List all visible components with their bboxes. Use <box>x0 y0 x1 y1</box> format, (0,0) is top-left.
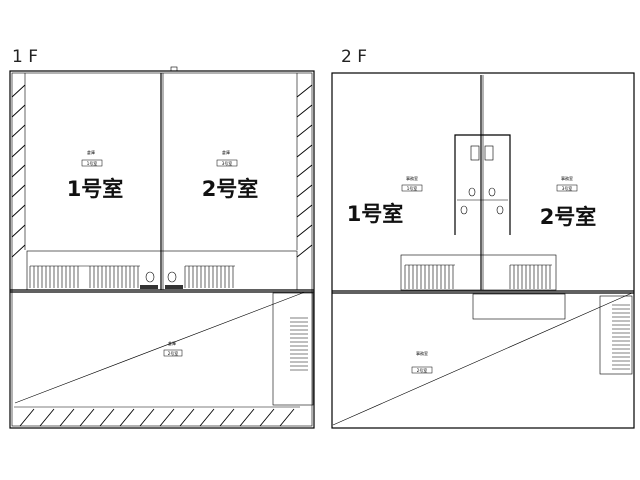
room-tag: 1号室 <box>407 185 418 191</box>
room-tag-box <box>411 366 433 374</box>
toilet-floor <box>140 285 158 289</box>
toilet-floor <box>165 285 183 289</box>
drawing-line <box>296 204 313 218</box>
diagonal-line <box>332 292 633 426</box>
stair-core-1f <box>272 292 314 406</box>
room-tag-box <box>163 349 183 357</box>
drawing-line <box>296 124 313 138</box>
room-tag-box <box>556 184 578 192</box>
drawing-line <box>199 408 215 427</box>
drawing-line <box>296 224 313 238</box>
floor-1f-inner-outline <box>11 72 313 427</box>
drawing-line <box>296 164 313 178</box>
room-use-label: 倉庫 <box>168 340 176 346</box>
drawing-line <box>19 408 35 427</box>
room-name-2: 2号室 <box>540 205 597 229</box>
room-name-1: 1号室 <box>347 202 404 226</box>
toilet-icon <box>145 271 155 283</box>
toilet-icon <box>167 271 177 283</box>
drawing-line <box>159 408 175 427</box>
drawing-line <box>11 164 26 178</box>
floor-2f-plan: 2 F 事務室 1号室 1号室 事務室 3号室 2号室 事務室 2号室 <box>331 47 635 429</box>
room-tag: 3号室 <box>222 160 233 166</box>
diagonal-line <box>14 291 306 404</box>
room-use-label: 事務室 <box>561 175 573 181</box>
toilet-icon <box>468 187 476 197</box>
drawing-line <box>11 244 26 258</box>
drawing-line <box>79 408 95 427</box>
drawing-line <box>219 408 235 427</box>
drawing-line <box>59 408 75 427</box>
room-use-label: 倉庫 <box>87 149 95 155</box>
sink-icon <box>470 145 480 161</box>
drawing-line <box>296 104 313 118</box>
drawing-line <box>296 184 313 198</box>
room-tag: 2号室 <box>168 350 179 356</box>
toilet-icon <box>460 205 468 215</box>
room-use-label: 事務室 <box>406 175 418 181</box>
floor-1f-outline <box>9 70 315 429</box>
floor-1f-label: 1 F <box>12 47 38 67</box>
drawing-line <box>11 84 26 98</box>
drawing-line <box>259 408 275 427</box>
toilet-icon <box>496 205 504 215</box>
room-use-label: 事務室 <box>416 350 428 356</box>
drawing-line <box>11 144 26 158</box>
drawing-line <box>296 244 313 258</box>
hatched-wall-strips <box>11 73 313 427</box>
toilet-icon <box>488 187 496 197</box>
floor-1f-plan: 1 F 倉庫 1号室 1号室 倉庫 3号室 <box>9 47 315 429</box>
drawing-line <box>296 84 313 98</box>
vent <box>170 66 178 72</box>
drawing-line <box>279 408 295 427</box>
room-tag: 2号室 <box>417 367 428 373</box>
stairs-2f <box>404 264 552 289</box>
drawing-line <box>11 184 26 198</box>
drawing-line <box>119 408 135 427</box>
floor-2f-outline <box>331 72 635 429</box>
drawing-line <box>139 408 155 427</box>
floor-2f-label: 2 F <box>341 47 367 67</box>
stair-core-2f <box>599 295 633 375</box>
core-wc-2f <box>454 134 511 235</box>
stairs-1f <box>29 265 235 288</box>
room-use-label: 倉庫 <box>222 149 230 155</box>
drawing-line <box>11 224 26 238</box>
room-tag: 1号室 <box>87 160 98 166</box>
drawing-line <box>39 408 55 427</box>
sink-icon <box>484 145 494 161</box>
room-tag-box <box>81 159 103 167</box>
room-name-1: 1号室 <box>67 177 124 201</box>
stairs-1f-right <box>290 317 308 371</box>
stairs-2f-right <box>612 304 630 370</box>
room-name-2: 2号室 <box>202 177 259 201</box>
drawing-line <box>11 124 26 138</box>
drawing-line <box>11 104 26 118</box>
drawing-line <box>99 408 115 427</box>
room-tag: 3号室 <box>562 185 573 191</box>
room-tag-box <box>401 184 423 192</box>
stair-zone-2f <box>400 254 557 291</box>
stair-zone-1f <box>26 250 298 291</box>
drawing-line <box>11 204 26 218</box>
drawing-line <box>296 144 313 158</box>
drawing-line <box>239 408 255 427</box>
room-tag-box <box>216 159 238 167</box>
drawing-line <box>179 408 195 427</box>
wc-block-2f <box>472 293 566 320</box>
